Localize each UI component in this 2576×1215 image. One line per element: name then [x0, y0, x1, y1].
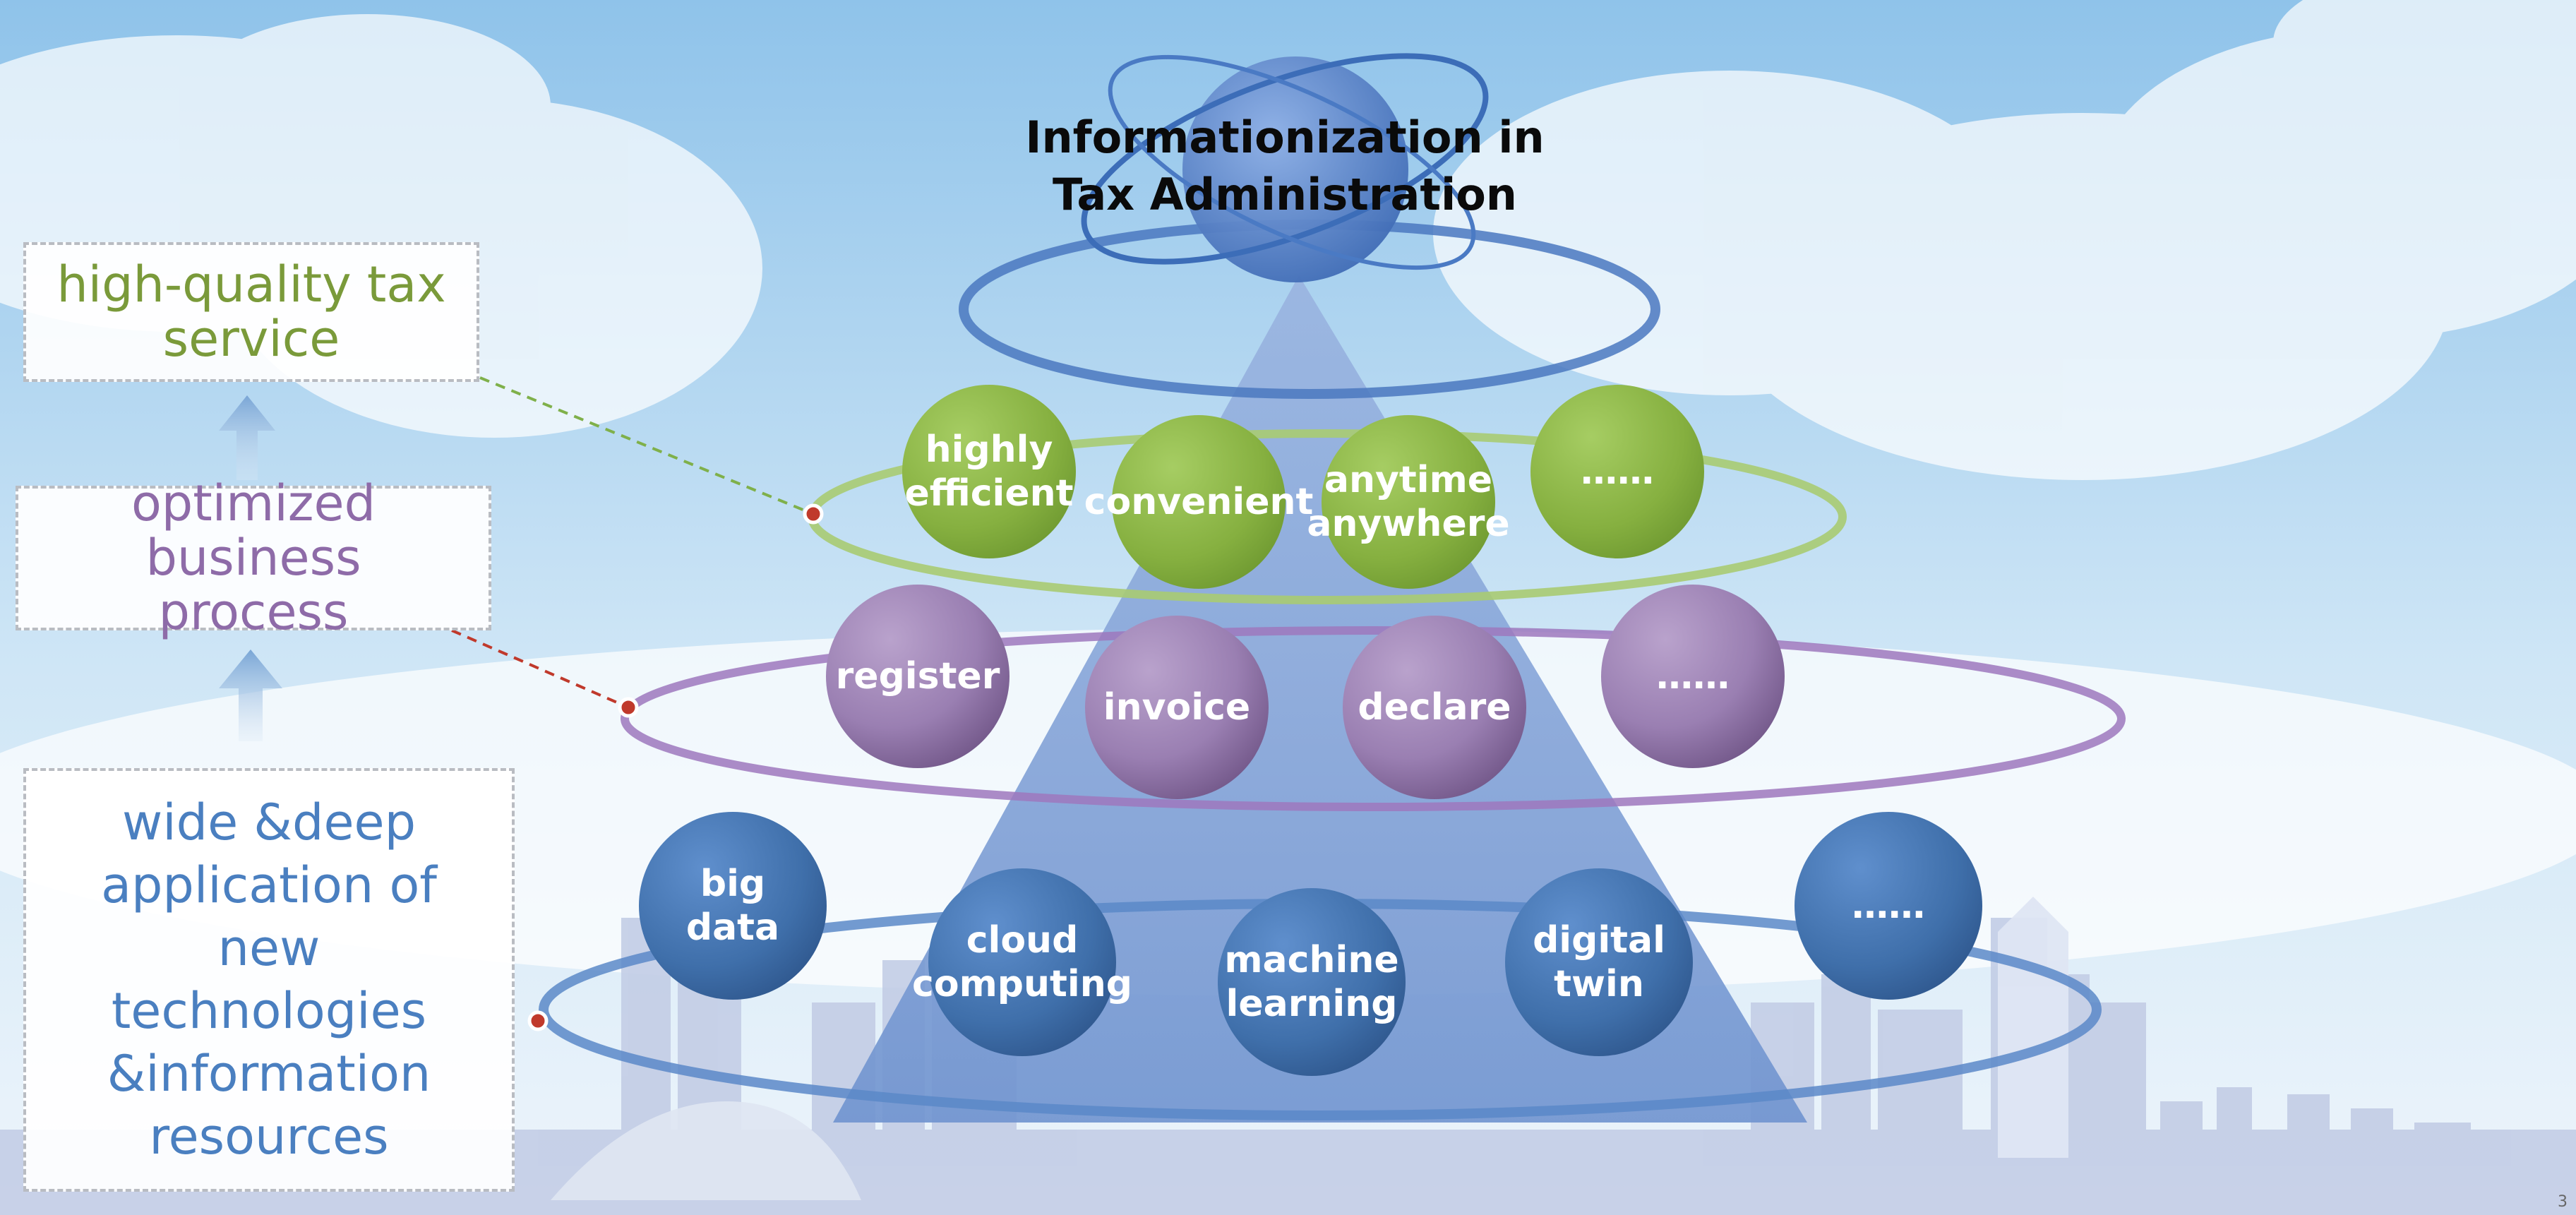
tech-line-5: &information [107, 1044, 431, 1103]
technology-box: wide &deep application of new technologi… [23, 768, 515, 1192]
tech-line-2: application of [101, 856, 437, 915]
bubble-convenient: convenient [1084, 415, 1313, 589]
bubble-register: register [826, 585, 1010, 768]
tech-line-4: technologies [111, 982, 427, 1040]
service-line-2: service [162, 310, 340, 368]
service-line-1: high-quality tax [56, 256, 446, 313]
diagram-title: Informationization in Tax Administration [974, 109, 1595, 223]
title-line-1: Informationization in [1025, 112, 1545, 163]
process-line-1: optimized business [131, 474, 376, 587]
bubble-green-more: …… [1530, 385, 1704, 558]
process-box: optimized business process [16, 477, 491, 640]
bubble-invoice: invoice [1085, 616, 1269, 799]
tech-line-3: new [217, 919, 320, 978]
title-line-2: Tax Administration [1053, 168, 1517, 220]
tech-line-1: wide &deep [121, 794, 417, 852]
tech-line-6: resources [149, 1107, 389, 1166]
bubble-declare: declare [1343, 616, 1526, 799]
bubble-purple-more: …… [1601, 585, 1785, 768]
page-number: 3 [2558, 1193, 2568, 1211]
bubble-blue-more: …… [1795, 812, 1982, 1000]
process-line-2: process [158, 583, 349, 641]
service-box: high-quality tax service [23, 242, 479, 382]
